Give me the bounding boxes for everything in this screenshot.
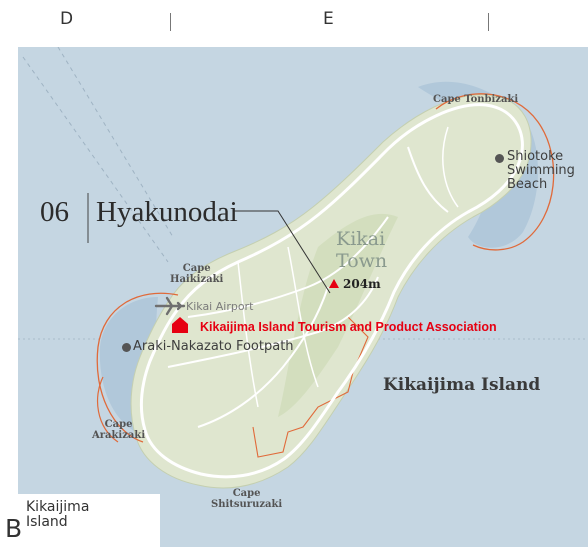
- highland-area: [278, 213, 398, 417]
- airport-label[interactable]: Kikai Airport: [186, 300, 254, 313]
- island-map[interactable]: Cape Tonbizaki Cape Haikizaki Cape Araki…: [18, 47, 588, 547]
- road: [167, 276, 379, 368]
- cape-haikizaki-label: Cape Haikizaki: [170, 263, 224, 285]
- coastal-road: [139, 103, 524, 479]
- beach-label[interactable]: Shiotoke Swimming Beach: [507, 149, 575, 192]
- map-graphics: [18, 47, 588, 489]
- grid-header: D E: [0, 0, 588, 47]
- grid-column-d: D: [60, 9, 74, 29]
- footpath-label[interactable]: Araki-Nakazato Footpath: [133, 339, 294, 354]
- house-icon[interactable]: [172, 317, 188, 333]
- road: [407, 146, 449, 213]
- island-name-label: Kikaijima Island: [383, 375, 541, 395]
- road: [187, 216, 389, 318]
- map-legend: B Kikaijima Island: [0, 494, 160, 547]
- grid-divider: [170, 13, 171, 31]
- spot-number: 06: [40, 196, 69, 228]
- road: [442, 126, 459, 208]
- flight-route-line: [22, 56, 169, 263]
- footpath-point-icon: [122, 343, 131, 352]
- cape-shitsuruzaki-label: Cape Shitsuruzaki: [211, 488, 283, 510]
- reef-boundary: [96, 376, 119, 443]
- cape-tonbizaki-label: Cape Tonbizaki: [433, 94, 519, 105]
- legend-letter: B: [5, 514, 23, 543]
- town-label: Kikai Town: [336, 228, 388, 272]
- road: [197, 286, 329, 428]
- district-boundary: [252, 316, 369, 458]
- cape-arakizaki-label: Cape Arakizaki: [92, 419, 146, 441]
- airplane-icon: [154, 296, 186, 316]
- reef-boundary: [96, 292, 179, 443]
- spot-name[interactable]: Hyakunodai: [96, 196, 238, 228]
- elevation-label: 204m: [343, 277, 381, 291]
- leader-line: [233, 210, 331, 294]
- grid-divider: [488, 13, 489, 31]
- triangle-icon: [329, 279, 339, 288]
- road: [287, 246, 319, 388]
- grid-column-e: E: [323, 9, 334, 29]
- legend-name: Kikaijima Island: [26, 499, 90, 530]
- tourism-association-label[interactable]: Kikaijima Island Tourism and Product Ass…: [200, 320, 497, 334]
- road: [237, 261, 259, 408]
- flight-route-line: [57, 47, 174, 238]
- reef-boundary: [435, 93, 555, 251]
- beach-point-icon: [495, 154, 504, 163]
